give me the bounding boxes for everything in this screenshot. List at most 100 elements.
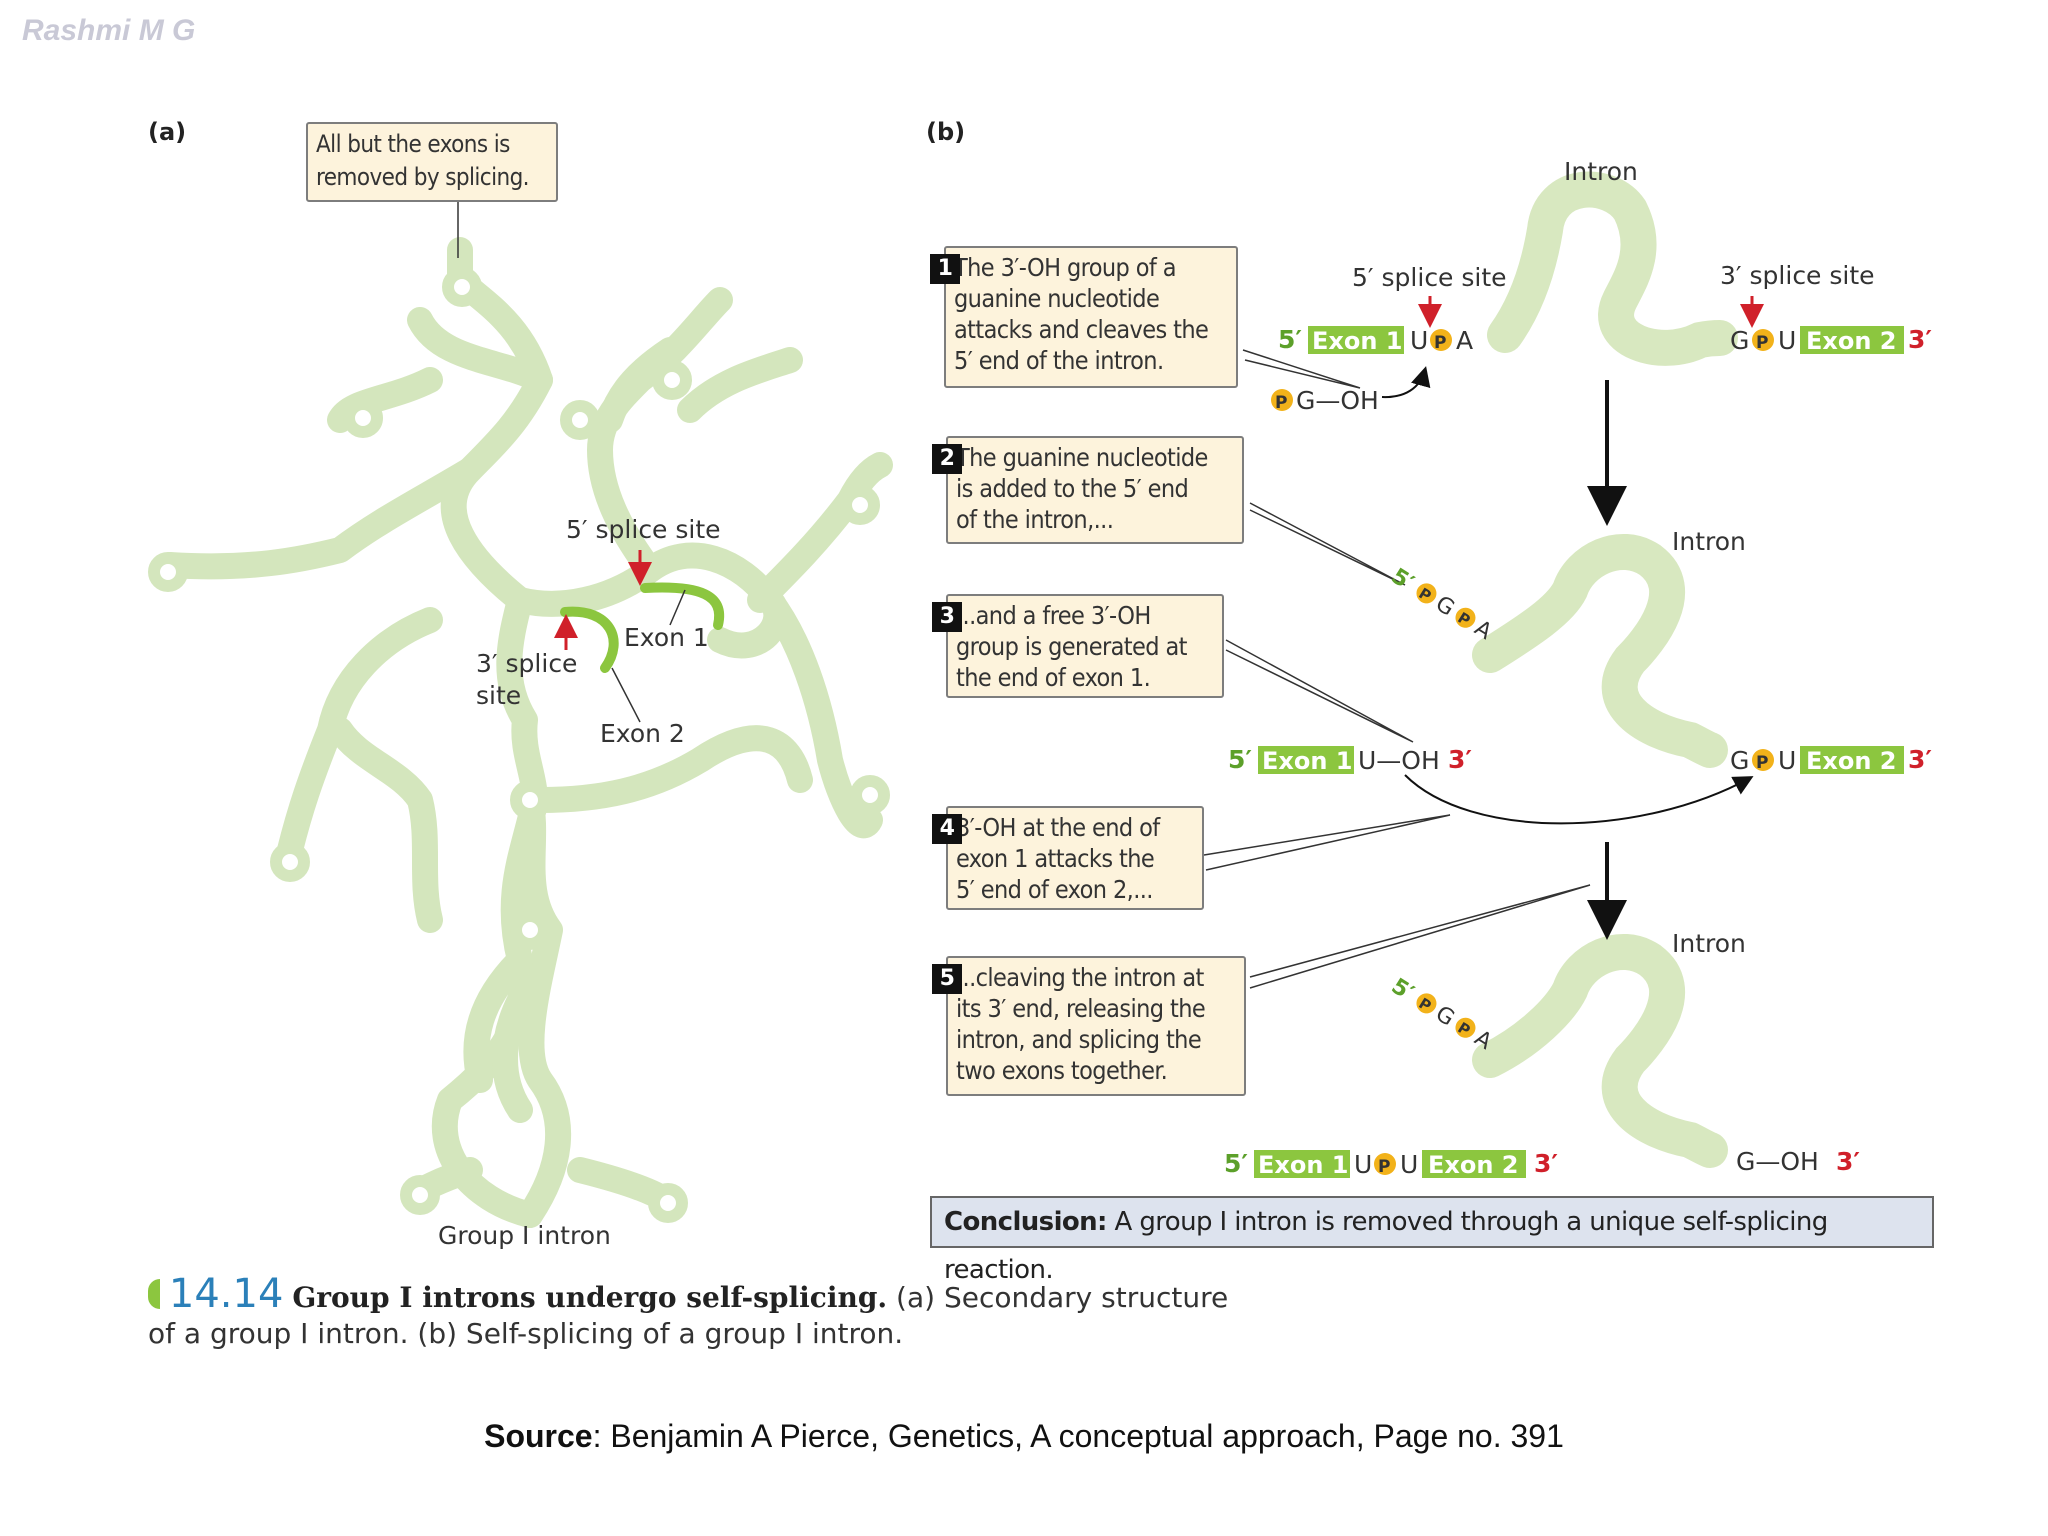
- callout-a-line-2: removed by splicing.: [316, 163, 530, 191]
- caption-marker-icon: [148, 1279, 160, 1309]
- svg-text:Exon 1: Exon 1: [1258, 1151, 1349, 1179]
- svg-text:3′: 3′: [1836, 1147, 1860, 1176]
- step-3-line-2: group is generated at: [956, 632, 1187, 661]
- svg-text:P: P: [1756, 753, 1768, 773]
- structure-loop-ends: [148, 267, 890, 1223]
- sequence-row-2: 5′ P G P A 5′ Exon 1 U—OH 3′ G P U Exon …: [1228, 564, 1932, 775]
- svg-text:U: U: [1354, 1150, 1372, 1179]
- svg-text:U—OH: U—OH: [1358, 746, 1440, 775]
- svg-text:Exon 1: Exon 1: [1262, 747, 1353, 775]
- step-4-line-1: 3′-OH at the end of: [956, 813, 1160, 842]
- step-4-line-3: 5′ end of exon 2,...: [956, 875, 1153, 904]
- svg-text:U: U: [1400, 1150, 1418, 1179]
- step-3-line-3: the end of exon 1.: [956, 663, 1151, 692]
- svg-text:U: U: [1410, 326, 1428, 355]
- svg-text:3′: 3′: [1534, 1149, 1558, 1178]
- step-5-badge: 5: [932, 964, 962, 994]
- source-lead: Source: [484, 1418, 593, 1454]
- panel-b-label: (b): [926, 118, 966, 146]
- caption-number: 14.14: [168, 1271, 284, 1317]
- three-prime-splice-site-label-a: 3′ splice: [476, 649, 577, 678]
- exon1-segment-a: [640, 582, 725, 630]
- step-1-line-2: guanine nucleotide: [954, 284, 1160, 313]
- step-1-line-4: 5′ end of the intron.: [954, 346, 1164, 375]
- oh-attack-arrow-step1: [1381, 366, 1431, 399]
- step-4-badge: 4: [932, 814, 962, 844]
- step-4-line-2: exon 1 attacks the: [956, 844, 1155, 873]
- step-5-line-3: intron, and splicing the: [956, 1025, 1202, 1054]
- svg-text:5′: 5′: [1387, 564, 1418, 596]
- author-watermark: Rashmi M G: [22, 14, 196, 47]
- callout-leaders: [1203, 349, 1591, 989]
- exon2-leader-a: [611, 667, 641, 723]
- svg-text:Exon 1: Exon 1: [1312, 327, 1403, 355]
- conclusion-box: Conclusion: A group I intron is removed …: [930, 1196, 1934, 1285]
- svg-text:G: G: [1730, 326, 1749, 355]
- svg-text:U: U: [1778, 326, 1796, 355]
- svg-text:5′: 5′: [1228, 745, 1252, 774]
- group-i-intron-label: Group I intron: [438, 1221, 611, 1250]
- svg-text:P: P: [1434, 333, 1446, 353]
- conclusion-text: A group I intron is removed through a un…: [944, 1207, 1828, 1285]
- callout-a: All but the exons is removed by splicing…: [306, 122, 558, 202]
- sequence-row-1: 5′ Exon 1 U P A G P U Exon 2 3′ P G—OH: [1271, 325, 1932, 415]
- step-3-callout: 3 ...and a free 3′-OH group is generated…: [932, 594, 1224, 698]
- step-5-callout: 5 ...cleaving the intron at its 3′ end, …: [932, 956, 1246, 1096]
- callout-a-line-1: All but the exons is: [316, 130, 510, 158]
- exon2-segment-a: [560, 606, 619, 673]
- svg-text:U: U: [1778, 746, 1796, 775]
- step-1-line-1: The 3′-OH group of a: [954, 253, 1177, 282]
- intron-label-3: Intron: [1672, 929, 1746, 958]
- sequence-row-3: 5′ P G P A 5′ Exon 1 U P U Exon 2 3′ G—O…: [1224, 974, 1860, 1179]
- step-5-line-2: its 3′ end, releasing the: [956, 994, 1206, 1023]
- svg-text:5′: 5′: [1387, 974, 1418, 1006]
- three-prime-splice-site-label-b: 3′ splice site: [1720, 261, 1875, 290]
- source-text: : Benjamin A Pierce, Genetics, A concept…: [592, 1418, 1564, 1454]
- svg-text:3′: 3′: [1448, 745, 1472, 774]
- exon1-leader-a: [669, 589, 686, 626]
- intron-curves: [1472, 171, 1738, 1168]
- svg-text:P: P: [1378, 1157, 1390, 1177]
- conclusion-lead: Conclusion:: [944, 1207, 1107, 1237]
- caption-rest: (a) Secondary structure of a group I int…: [148, 1281, 1229, 1350]
- step-1-badge: 1: [930, 254, 960, 284]
- svg-text:5′: 5′: [1278, 325, 1302, 354]
- svg-text:G: G: [1730, 746, 1749, 775]
- step-2-line-2: is added to the 5′ end: [956, 474, 1189, 503]
- svg-text:P: P: [1756, 333, 1768, 353]
- panel-a-label: (a): [148, 118, 187, 146]
- source-line: Source: Benjamin A Pierce, Genetics, A c…: [0, 1418, 2048, 1455]
- step-2-line-1: The guanine nucleotide: [956, 443, 1208, 472]
- intron-label-2: Intron: [1672, 527, 1746, 556]
- step-4-callout: 4 3′-OH at the end of exon 1 attacks the…: [932, 806, 1204, 910]
- svg-text:G—OH: G—OH: [1296, 386, 1379, 415]
- step-3-line-1: ...and a free 3′-OH: [956, 601, 1151, 630]
- step-1-callout: 1 The 3′-OH group of a guanine nucleotid…: [930, 246, 1238, 388]
- oh-attack-arrow-step4: [1404, 774, 1754, 825]
- intron-label-1: Intron: [1564, 157, 1638, 186]
- svg-text:Exon 2: Exon 2: [1428, 1151, 1519, 1179]
- step-1-line-3: attacks and cleaves the: [954, 315, 1209, 344]
- exon1-label-a: Exon 1: [624, 623, 709, 652]
- svg-text:Exon 2: Exon 2: [1806, 747, 1897, 775]
- svg-text:Exon 2: Exon 2: [1806, 327, 1897, 355]
- step-2-badge: 2: [932, 444, 962, 474]
- svg-text:A: A: [1456, 326, 1473, 355]
- group-i-intron-structure: [157, 237, 893, 1228]
- five-prime-splice-site-label-a: 5′ splice site: [566, 515, 721, 544]
- step-5-line-1: ...cleaving the intron at: [956, 963, 1204, 992]
- svg-text:3′: 3′: [1908, 745, 1932, 774]
- five-prime-splice-site-label-b: 5′ splice site: [1352, 263, 1507, 292]
- svg-text:P: P: [1275, 393, 1287, 413]
- svg-text:G—OH: G—OH: [1736, 1147, 1819, 1176]
- figure-caption: 14.14 Group I introns undergo self-splic…: [148, 1274, 1248, 1352]
- step-3-badge: 3: [932, 602, 962, 632]
- svg-text:3′: 3′: [1908, 325, 1932, 354]
- svg-text:5′: 5′: [1224, 1149, 1248, 1178]
- caption-lead: Group I introns undergo self-splicing.: [292, 1281, 888, 1314]
- step-5-line-4: two exons together.: [956, 1056, 1168, 1085]
- step-2-line-3: of the intron,...: [956, 505, 1114, 534]
- step-2-callout: 2 The guanine nucleotide is added to the…: [932, 436, 1244, 544]
- exon2-label-a: Exon 2: [600, 719, 685, 748]
